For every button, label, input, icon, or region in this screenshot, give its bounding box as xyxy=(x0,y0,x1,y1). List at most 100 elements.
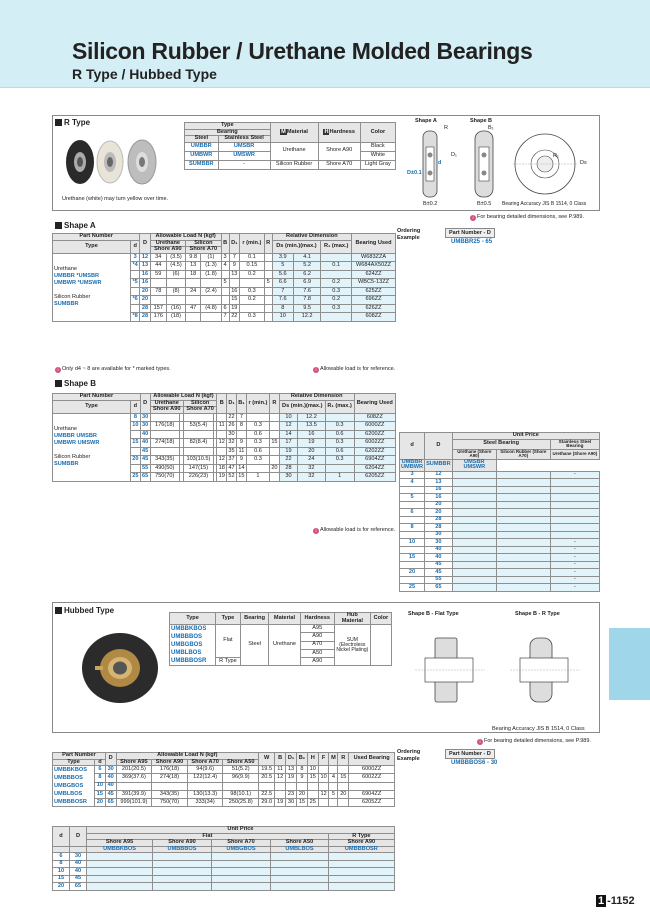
table-cell: 6 xyxy=(52,852,70,861)
text-label: SUMBBR xyxy=(184,159,219,170)
table-row: 28 xyxy=(398,515,601,525)
text-label: Flat xyxy=(215,624,241,658)
table-cell: 15 xyxy=(269,438,280,448)
table-cell xyxy=(149,278,167,288)
text-label: H xyxy=(323,128,330,135)
dim-label-b: B±0.2 xyxy=(423,201,438,207)
r-type-heading: R Type xyxy=(55,118,90,128)
table-cell xyxy=(216,446,228,457)
table-cell: 20.5 xyxy=(258,773,276,783)
table-cell: 8 xyxy=(52,859,70,869)
table-cell: 8 xyxy=(130,412,141,423)
table-cell: 10 xyxy=(398,538,426,547)
table-cell xyxy=(451,575,498,585)
table-cell: 25 xyxy=(130,472,141,482)
table-cell xyxy=(549,500,601,510)
table-cell xyxy=(327,867,396,876)
text-label: UMBLBOS xyxy=(270,845,329,854)
table-cell: 7 xyxy=(228,252,241,263)
table-cell: (4.5) xyxy=(165,261,187,271)
table-cell: (2.4) xyxy=(200,286,222,297)
table-cell: 45 xyxy=(424,560,453,570)
table-cell: 1 xyxy=(245,472,271,482)
table-cell: 6 xyxy=(398,508,426,517)
table-cell: 12 xyxy=(139,252,151,263)
page-number: 1-1152 xyxy=(596,895,635,907)
table-cell: 19 xyxy=(278,446,299,457)
table-cell: 5 xyxy=(220,278,230,288)
text-label: B xyxy=(216,393,228,414)
table-cell: 23 xyxy=(285,789,297,799)
table-cell xyxy=(324,463,355,474)
dim-label-b1: B₁ xyxy=(488,125,494,131)
table-cell xyxy=(216,412,228,423)
table-cell: 6.2 xyxy=(292,269,322,280)
table-cell xyxy=(185,278,202,288)
table-cell: 9 xyxy=(235,455,247,465)
text-label: UMSWR xyxy=(463,464,486,471)
table-cell: 4 xyxy=(398,478,426,487)
table-cell: 6904ZZ xyxy=(348,789,395,799)
table-cell xyxy=(327,882,396,891)
text-label: Part Number xyxy=(449,230,483,236)
table-cell: WBC5-13ZZ xyxy=(351,278,396,288)
text-label: Steel xyxy=(239,624,270,667)
table-cell xyxy=(317,781,330,791)
table-cell xyxy=(245,463,271,474)
text-label: Steel xyxy=(184,135,219,143)
table-cell xyxy=(320,312,353,322)
table-cell: 20 xyxy=(94,797,106,808)
shape-b-heading: Shape B xyxy=(55,379,96,389)
table-cell: 13 xyxy=(285,765,297,775)
text-label: UMBGBOS xyxy=(171,642,203,649)
table-cell: 40 xyxy=(139,438,151,448)
table-cell xyxy=(220,286,230,297)
table-cell xyxy=(317,797,330,808)
table-cell: 6904ZZ xyxy=(353,455,397,465)
dim-label-d1: D₁ xyxy=(451,152,457,158)
table-cell: - xyxy=(549,575,601,585)
table-cell xyxy=(263,312,273,322)
table-cell: 6 xyxy=(94,765,106,775)
table-cell xyxy=(210,852,272,861)
table-cell: 0.3 xyxy=(320,303,353,314)
text-label: D xyxy=(486,230,491,236)
table-cell: 45 xyxy=(139,446,151,457)
text-label: D xyxy=(68,826,87,847)
table-cell: W683ZZA xyxy=(351,252,396,263)
table-cell: 13 xyxy=(139,261,151,271)
table-cell: 15 xyxy=(130,438,141,448)
table-cell xyxy=(549,523,601,532)
table-cell xyxy=(549,508,601,517)
hubbed-bearing-photo xyxy=(82,633,158,703)
table-cell xyxy=(324,412,355,423)
table-cell: 0.3 xyxy=(245,438,271,448)
table-cell: 8 xyxy=(271,303,294,314)
table-cell xyxy=(149,446,180,457)
table-cell: 0.3 xyxy=(239,286,265,297)
table-cell: 6000ZZ xyxy=(353,421,397,431)
text-label: d xyxy=(130,399,141,414)
table-cell: 30 xyxy=(68,852,87,861)
table-cell: 40 xyxy=(424,553,453,562)
table-cell: 7 xyxy=(235,412,247,423)
text-label: UMBBR xyxy=(184,141,219,152)
text-label: D₁ xyxy=(285,751,297,767)
text-label: Shore A90 xyxy=(149,246,187,254)
text-label: A50 xyxy=(299,648,335,658)
text-label: Type xyxy=(168,611,217,626)
table-cell xyxy=(165,278,187,288)
text-label: Unit Price xyxy=(85,826,396,834)
text-label: - xyxy=(217,159,271,170)
table-cell xyxy=(263,286,273,297)
table-cell: 176(18) xyxy=(149,421,180,431)
text-label: Bearing Used xyxy=(353,393,397,414)
table-cell: 0.6 xyxy=(245,446,271,457)
table-cell xyxy=(327,874,396,884)
text-label: Shore A50 xyxy=(222,758,260,767)
